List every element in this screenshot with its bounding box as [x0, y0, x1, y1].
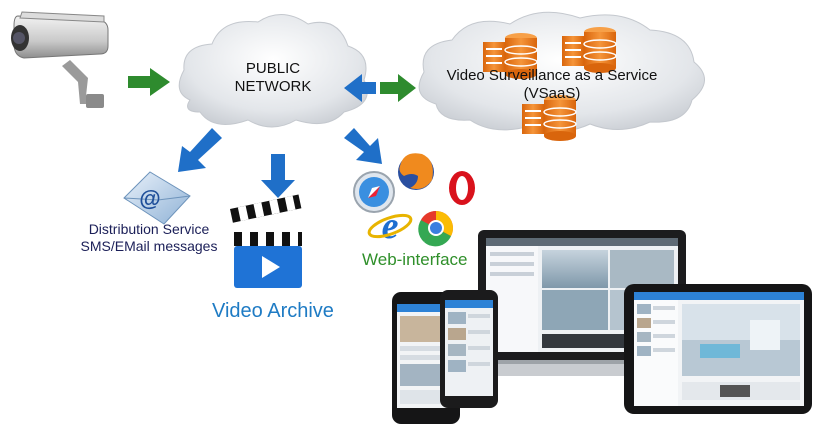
- distribution-label-line1: Distribution Service: [88, 221, 210, 237]
- svg-text:@: @: [139, 186, 160, 211]
- opera-icon: [449, 171, 475, 205]
- vsaas-label-line1: Video Surveillance as a Service: [446, 67, 658, 84]
- web-interface-label: Web-interface: [362, 250, 468, 269]
- arrow-to-distribution: [178, 128, 222, 172]
- vsaas-label: Video Surveillance as a Service (VSaaS): [432, 67, 672, 103]
- arrow-network-vsaas-bidirectional: [344, 74, 416, 102]
- security-camera-icon: [11, 11, 109, 108]
- firefox-icon: [398, 153, 434, 190]
- video-clapperboard-icon: [230, 194, 302, 288]
- arrow-to-web: [344, 128, 382, 164]
- public-network-cloud: [178, 14, 368, 128]
- public-network-label-line2: NETWORK: [234, 78, 312, 95]
- distribution-label: Distribution Service SMS/EMail messages: [64, 221, 234, 255]
- email-envelope-icon: @: [123, 171, 191, 225]
- distribution-label-line2: SMS/EMail messages: [80, 238, 218, 254]
- arrow-to-archive: [261, 154, 295, 198]
- tablet-icon: [624, 284, 812, 414]
- svg-text:e: e: [382, 205, 399, 247]
- video-archive-label: Video Archive: [212, 300, 334, 322]
- internet-explorer-icon: e: [367, 205, 413, 247]
- smartphone-icon: [392, 290, 498, 424]
- public-network-label: PUBLIC NETWORK: [218, 60, 328, 96]
- safari-icon: [353, 171, 395, 213]
- server-stack-icon: [483, 27, 617, 141]
- vsaas-label-line2: (VSaaS): [523, 85, 581, 102]
- arrow-camera-to-network: [128, 68, 170, 96]
- chrome-icon: [418, 211, 453, 247]
- public-network-label-line1: PUBLIC: [245, 60, 301, 77]
